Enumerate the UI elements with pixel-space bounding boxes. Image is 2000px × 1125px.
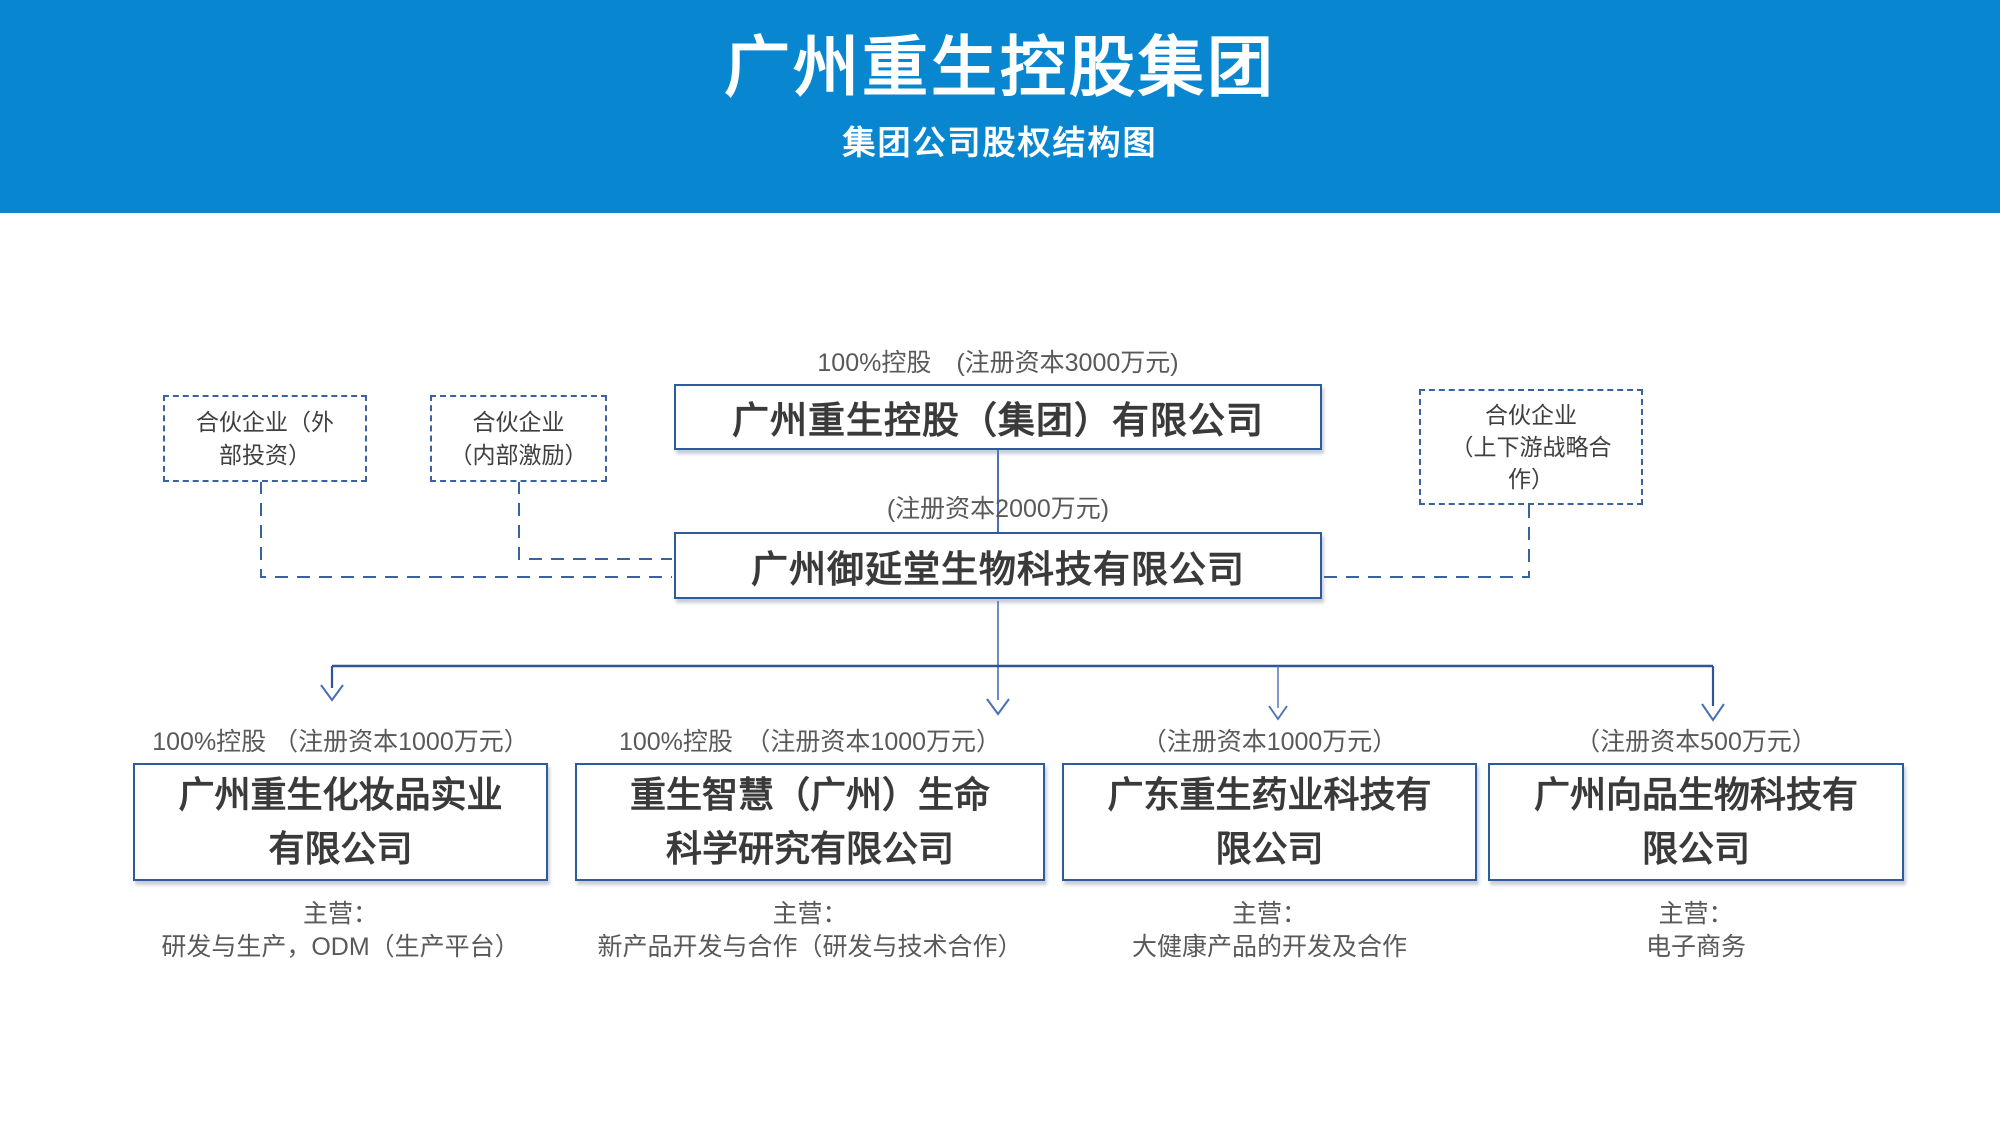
company-box-subsidiary-4: 广州向品生物科技有 限公司 [1488, 763, 1904, 881]
business-title: 主营： [302, 900, 378, 928]
arrow-subsidiary-4 [1701, 703, 1725, 722]
holding-percentage-label: 100%控股 (注册资本3000万元) [817, 349, 1179, 377]
partner-box-internal-incentive: 合伙企业 （内部激励） [430, 395, 607, 482]
business-title: 主营： [772, 900, 848, 928]
partner-box-strategic-cooperation: 合伙企业 （上下游战略合 作） [1419, 389, 1643, 505]
operating-capital-label: (注册资本2000万元) [886, 495, 1110, 523]
company-box-operating: 广州御延堂生物科技有限公司 [674, 532, 1322, 599]
business-detail: 新产品开发与合作（研发与技术合作） [597, 933, 1023, 961]
dashed-connector-internal [518, 481, 672, 560]
arrow-subsidiary-3 [1268, 705, 1288, 721]
subsidiary-1-business: 主营： 研发与生产，ODM（生产平台） [58, 898, 623, 964]
arrow-subsidiary-1 [320, 684, 344, 702]
dashed-connector-strategic [1324, 505, 1530, 578]
subsidiary-2-business: 主营： 新产品开发与合作（研发与技术合作） [525, 898, 1095, 964]
business-detail: 电子商务 [1645, 933, 1746, 961]
company-box-subsidiary-3: 广东重生药业科技有 限公司 [1062, 763, 1477, 881]
subsidiary-4-label: （注册资本500万元） [1575, 728, 1817, 756]
subsidiary-1-label: 100%控股 （注册资本1000万元） [152, 728, 529, 756]
business-title: 主营： [1231, 900, 1307, 928]
subsidiary-3-label: （注册资本1000万元） [1141, 728, 1398, 756]
partner-box-external-investment: 合伙企业（外 部投资） [163, 395, 367, 482]
company-box-subsidiary-2: 重生智慧（广州）生命 科学研究有限公司 [575, 763, 1045, 881]
subsidiary-4-business: 主营： 电子商务 [1413, 898, 1979, 964]
header-banner: 广州重生控股集团 集团公司股权结构图 [0, 0, 2000, 213]
arrow-subsidiary-2 [986, 698, 1010, 716]
business-detail: 研发与生产，ODM（生产平台） [161, 933, 520, 961]
business-detail: 大健康产品的开发及合作 [1131, 933, 1407, 961]
company-box-parent: 广州重生控股（集团）有限公司 [674, 384, 1322, 450]
company-box-subsidiary-1: 广州重生化妆品实业 有限公司 [133, 763, 548, 881]
dashed-connector-external [260, 481, 672, 578]
subsidiary-3-business: 主营： 大健康产品的开发及合作 [987, 898, 1552, 964]
business-title: 主营： [1658, 900, 1734, 928]
page-title: 广州重生控股集团 [724, 30, 1276, 104]
page-subtitle: 集团公司股权结构图 [842, 123, 1158, 161]
subsidiary-2-label: 100%控股 （注册资本1000万元） [618, 728, 1002, 756]
